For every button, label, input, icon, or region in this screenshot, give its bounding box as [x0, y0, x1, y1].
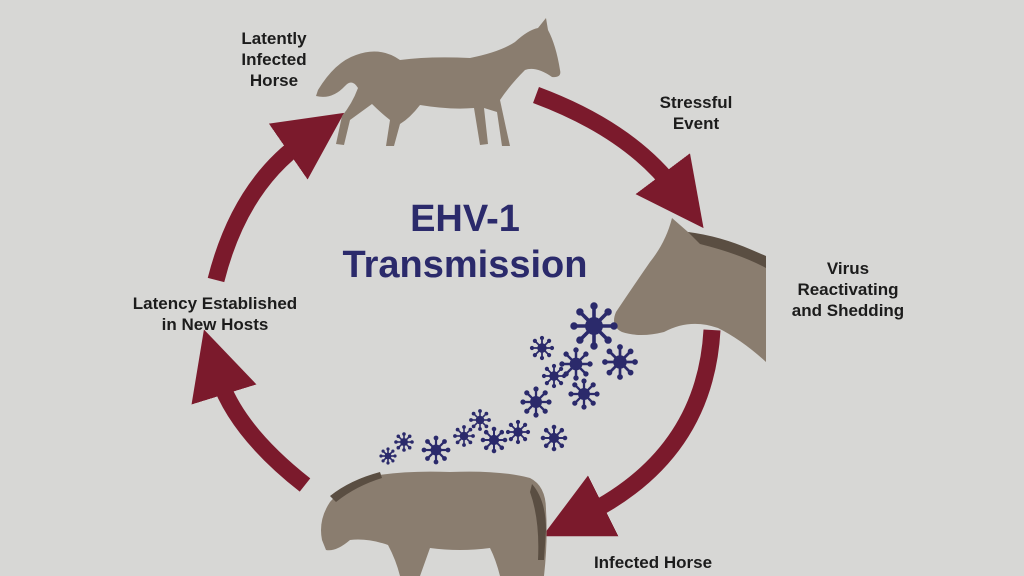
virus-particle-icon: [529, 335, 555, 361]
title-line-2: Transmission: [342, 244, 588, 286]
virus-particles: [379, 302, 638, 465]
arrow-infected-to-latency: [191, 329, 311, 492]
infected-horse-silhouette-icon: [321, 471, 547, 576]
virus-particle-icon: [480, 426, 508, 454]
arrow-shedding-to-infected: [542, 329, 721, 537]
diagram-title: EHV-1 Transmission: [300, 196, 630, 288]
arrow-latent-to-stress: [533, 87, 704, 229]
virus-particle-icon: [559, 347, 593, 381]
virus-particle-icon: [570, 302, 618, 350]
virus-particle-icon: [602, 344, 638, 380]
virus-particle-icon: [469, 409, 491, 431]
label-latency-new-hosts: Latency Established in New Hosts: [132, 294, 298, 334]
virus-particle-icon: [379, 447, 397, 465]
label-latent-horse: Latently Infected Horse: [241, 29, 307, 90]
cycle-arrows: [191, 87, 721, 537]
label-virus-reactivating: Virus Reactivating and Shedding: [791, 259, 905, 320]
virus-particle-icon: [568, 378, 600, 410]
virus-particle-icon: [453, 425, 475, 447]
virus-particle-icon: [541, 363, 567, 389]
label-stressful-event: Stressful Event: [659, 93, 733, 133]
title-line-1: EHV-1: [410, 198, 520, 240]
reactivating-horse-head-icon: [614, 218, 766, 362]
virus-particle-icon: [505, 419, 531, 445]
virus-particle-icon: [540, 424, 568, 452]
virus-particle-icon: [421, 435, 451, 465]
virus-particle-icon: [520, 386, 552, 418]
virus-particle-icon: [394, 432, 414, 452]
latent-horse-silhouette-icon: [316, 18, 561, 146]
label-infected-horse: Infected Horse: [593, 553, 713, 572]
arrow-latency-to-latent: [207, 112, 345, 283]
